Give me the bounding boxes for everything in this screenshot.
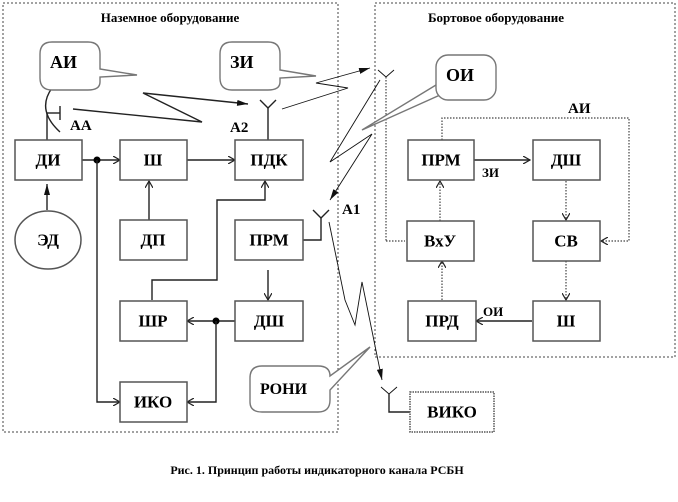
oi-signal-path — [329, 79, 381, 201]
block-shr[interactable]: ШР — [119, 300, 188, 342]
callout-ai-label: АИ — [50, 52, 77, 72]
block-sv-label: СВ — [554, 232, 578, 251]
board-antenna-icon — [377, 69, 395, 78]
zi-signal-path — [281, 67, 371, 110]
block-vxu-label: ВхУ — [424, 232, 457, 251]
shr-to-pdk-arrow — [151, 181, 265, 300]
block-prd[interactable]: ПРД — [407, 300, 477, 342]
block-prm-board-label: ПРМ — [421, 151, 460, 170]
antenna-a2-label: А2 — [230, 120, 248, 136]
dsh-to-iko-arrow — [187, 321, 217, 402]
antenna-aa-label: АА — [70, 118, 92, 134]
block-sh[interactable]: Ш — [119, 139, 188, 181]
callout-roni: РОНИ — [249, 346, 371, 413]
block-prm-board[interactable]: ПРМ — [407, 139, 475, 181]
block-di[interactable]: ДИ — [14, 139, 83, 181]
viko-antenna-line — [388, 394, 410, 413]
block-iko-label: ИКО — [134, 393, 172, 412]
block-prd-label: ПРД — [425, 312, 459, 331]
board-equipment-frame — [374, 2, 676, 358]
block-dsh-board[interactable]: ДШ — [532, 139, 601, 181]
block-dp[interactable]: ДП — [119, 219, 188, 261]
ai-signal-path — [72, 92, 249, 123]
block-ed[interactable]: ЭД — [14, 210, 82, 270]
viko-antenna-icon — [380, 386, 398, 395]
a1-antenna-icon — [312, 209, 330, 219]
figure-caption: Рис. 1. Принцип работы индикаторного кан… — [170, 463, 464, 477]
aa-beam-arc — [44, 87, 61, 133]
board-oi-label: ОИ — [483, 304, 503, 319]
block-pdk-label: ПДК — [250, 151, 288, 170]
block-dp-label: ДП — [141, 231, 166, 250]
di-to-iko-arrow — [96, 160, 120, 402]
callout-oi: ОИ — [435, 54, 497, 101]
block-prm-ground-label: ПРМ — [249, 231, 288, 250]
callout-zi: ЗИ — [219, 41, 317, 91]
block-dsh-board-label: ДШ — [551, 151, 582, 170]
prm-to-a1-line — [302, 218, 322, 241]
block-viko-label: ВИКО — [427, 403, 477, 422]
block-iko[interactable]: ИКО — [119, 381, 188, 423]
block-shr-label: ШР — [138, 312, 167, 331]
block-vxu[interactable]: ВхУ — [406, 220, 475, 262]
block-di-label: ДИ — [36, 151, 61, 170]
block-ed-label: ЭД — [37, 231, 59, 250]
board-equipment-title: Бортовое оборудование — [428, 10, 564, 25]
block-sh-label: Ш — [144, 151, 163, 170]
antenna-a1-label: А1 — [342, 202, 360, 218]
ground-equipment-title: Наземное оборудование — [101, 10, 240, 25]
callout-oi-label: ОИ — [446, 65, 474, 85]
board-zi-label: ЗИ — [482, 165, 499, 180]
board-ai-label: АИ — [568, 101, 591, 117]
block-prm-ground[interactable]: ПРМ — [234, 219, 304, 261]
block-dsh-ground-label: ДШ — [254, 312, 285, 331]
block-sh-board-label: Ш — [557, 312, 576, 331]
a2-antenna-icon — [259, 99, 277, 109]
block-dsh-ground[interactable]: ДШ — [234, 300, 304, 342]
block-sv[interactable]: СВ — [532, 220, 601, 262]
callout-roni-label: РОНИ — [260, 381, 308, 398]
ground-equipment-frame — [2, 2, 339, 433]
callout-ai: АИ — [39, 41, 138, 91]
roni-signal-path — [328, 221, 383, 381]
callout-zi-label: ЗИ — [230, 52, 254, 72]
block-pdk[interactable]: ПДК — [234, 139, 304, 181]
block-viko[interactable]: ВИКО — [409, 391, 495, 433]
block-sh-board[interactable]: Ш — [532, 300, 601, 342]
oi-callout-tail — [361, 83, 441, 131]
